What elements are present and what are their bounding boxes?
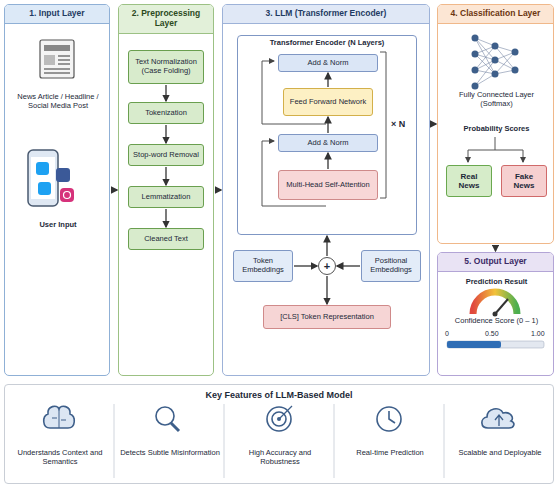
layer-panel: 4. Classification LayerFully Connected L… [437,4,554,244]
connector-arrow [495,245,496,251]
scale-label: 1.00 [531,330,545,337]
connector-arrow [327,117,328,133]
repeat-label: × N [391,119,405,129]
node-text: Understands Context and Semantics [10,449,110,466]
box-label: Add & Norm [308,139,349,148]
box-label: Token Embeddings [237,257,289,274]
layer-panel: 2. Preprocessing LayerText Normalization… [118,4,214,376]
node-text: News Article / Headline / Social Media P… [9,93,107,110]
box-label: Real News [450,172,488,190]
connector-arrow [165,209,166,227]
confidence-bar [447,341,544,348]
process-box: Feed Forward Network [283,88,373,116]
connector-arrow [431,123,436,124]
node-text: Prediction Result [442,278,551,287]
layer-heading: 3. LLM (Transformer Encoder) [223,5,429,24]
node-text: Probability Scores [444,125,549,134]
class-box: Fake News [501,165,547,197]
phone-icon [28,150,74,206]
connector-arrow [215,189,221,190]
node-text: Real-time Prediction [340,449,440,458]
process-box: Cleaned Text [128,228,204,250]
connector-arrow [327,73,328,87]
box-label: [CLS] Token Representation [280,313,374,322]
node-text: User Input [9,221,107,230]
node-text: Confidence Score (0 – 1) [440,317,553,326]
box-label: Feed Forward Network [290,98,366,107]
process-box: Add & Norm [278,54,378,72]
feature-band: Key Features of LLM-Based ModelUnderstan… [4,384,554,484]
box-label: Cleaned Text [144,235,188,244]
connector-arrow [327,153,328,169]
box-label: Text Normalization (Case Folding) [132,58,200,75]
connector-arrow [111,189,117,190]
layer-heading: 2. Preprocessing Layer [119,5,213,34]
process-box: Multi-Head Self-Attention [278,170,378,200]
split-line [468,137,523,162]
process-box: Text Normalization (Case Folding) [128,50,204,84]
connector-arrow [326,236,327,256]
connector-arrow [165,125,166,143]
network-icon [472,35,519,90]
layer-panel: 1. Input LayerNews Article / Headline / … [4,4,110,376]
layer-panel: 3. LLM (Transformer Encoder) Transformer … [222,4,430,376]
layer-heading: 4. Classification Layer [438,5,553,24]
scale-label: 0 [445,330,449,337]
box-label: Fake News [505,172,543,190]
embedding-box: Token Embeddings [233,250,293,282]
connector-arrow [326,276,327,304]
box-label: Multi-Head Self-Attention [286,181,369,190]
divider [114,404,444,478]
process-box: Stop-word Removal [128,144,204,166]
layer-heading: 1. Input Layer [5,5,109,24]
box-label: Add & Norm [308,59,349,68]
box-label: Tokenization [145,109,187,118]
residual-connection [262,52,386,206]
box-label: Lemmatization [142,193,191,202]
output-box: [CLS] Token Representation [263,305,391,329]
layer-heading: 5. Output Layer [438,253,553,272]
connector-arrow [294,265,317,266]
encoder-box: Transformer Encoder (N Layers) Add & Norm… [237,35,417,235]
node-text: Detects Subtle Misinformation [120,449,220,458]
connector-arrow [337,265,360,266]
connector-arrow [165,167,166,185]
node-text: Fully Connected Layer (Softmax) [444,91,549,108]
process-box: Add & Norm [278,134,378,152]
box-label: Stop-word Removal [133,151,199,160]
node-text: High Accuracy and Robustness [230,449,330,466]
process-box: Tokenization [128,102,204,124]
connector-arrow [165,85,166,101]
node-text: Transformer Encoder (N Layers) [238,39,416,48]
node-text: Key Features of LLM-Based Model [5,390,553,400]
class-box: Real News [446,165,492,197]
node-text: Scalable and Deployable [450,449,550,458]
sum-circle: + [318,257,336,275]
process-box: Lemmatization [128,186,204,208]
newspaper-icon [40,40,74,78]
scale-label: 0.50 [485,330,499,337]
gauge-icon [473,292,517,317]
layer-panel: 5. Output LayerPrediction ResultConfiden… [437,252,554,376]
embedding-box: Positional Embeddings [361,250,421,282]
box-label: Positional Embeddings [365,257,417,274]
box-label: + [324,260,330,273]
